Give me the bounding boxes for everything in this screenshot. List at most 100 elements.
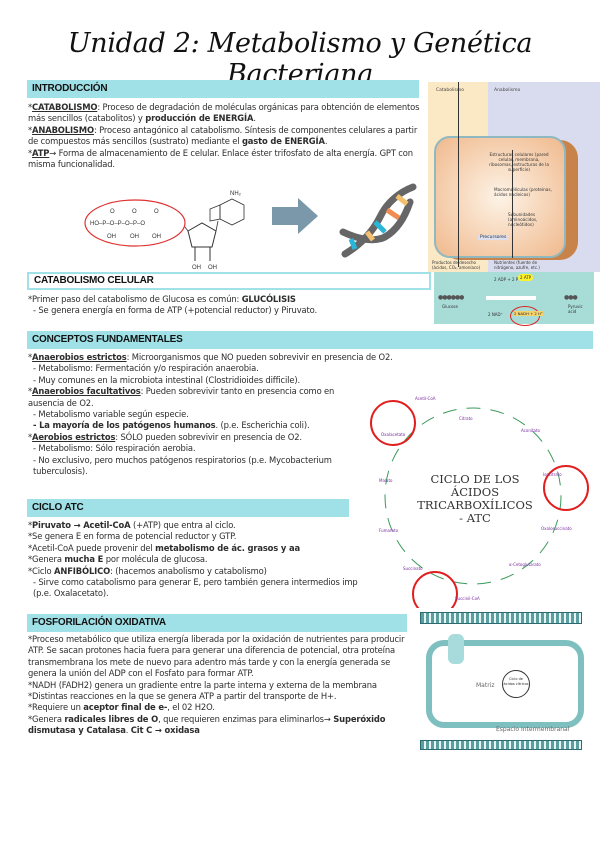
compound-label: Acetil-CoA (415, 396, 436, 401)
diagram-precursors: Precursores (478, 235, 509, 240)
term-anaerobios-estrictos: Anaerobios estrictos (32, 352, 127, 362)
nh2-label: NH₂ (230, 191, 242, 197)
fosforilacion-p5-end: . (125, 725, 131, 736)
ciclo-line5: *Ciclo (28, 565, 55, 576)
compound-label: Oxalacetato (381, 432, 406, 437)
glucolisis-detail: - Se genera energía en forma de ATP (+po… (33, 305, 317, 316)
nad-label: 2 NAD⁺ (488, 312, 503, 317)
anabolismo-bold: gasto de ENERGÍA (241, 136, 325, 147)
compound-label: Citrato (459, 416, 473, 421)
svg-text:O: O (110, 209, 115, 215)
catabolismo-text: *Primer paso del catabolismo de Glucosa … (28, 294, 428, 317)
citric-cycle-label: Ciclo de ácidos cítricos (502, 670, 530, 698)
krebs-cycle-figure: CICLO DE LOS ÁCIDOS TRICARBOXÍLICOS - AT… (355, 378, 595, 608)
fosforilacion-text: *Proceso metabólico que utiliza energía … (28, 634, 420, 737)
anaerobios-facultativos-def: : Pueden sobrevivir tanto en presencia c… (28, 386, 335, 408)
glucolisis-intro: *Primer paso del catabolismo de Glucosa … (28, 294, 242, 304)
aerobios-estrictos-def: : SÓLO pueden sobrevivir en presencia de… (115, 431, 302, 442)
glucolisis-term: GLUCÓLISIS (241, 294, 296, 304)
glucose-label: Glucose (442, 304, 458, 309)
krebs-title-line: CICLO DE LOS (430, 472, 520, 486)
ciclo-line5-rest: : (hacemos anabolismo y catabolismo) (110, 565, 267, 576)
fosforilacion-p4: *Requiere un (28, 702, 84, 713)
fosforilacion-p4-bold: aceptor final de e- (83, 702, 168, 713)
term-aerobios-estrictos: Aerobios estrictos (32, 431, 116, 442)
svg-text:HO–P–O–P–O–P–O: HO–P–O–P–O–P–O (90, 221, 145, 227)
compound-label: Succinil-CoA (455, 596, 480, 601)
conceptos-text: *Anaerobios estrictos: Microorganismos q… (28, 352, 393, 477)
fosforilacion-p3: *Distintas reacciones en la que se gener… (28, 691, 337, 702)
fosforilacion-p2: *NADH (FADH2) genera un gradiente entre … (28, 679, 377, 690)
section-header-fosforilacion: FOSFORILACIÓN OXIDATIVA (27, 614, 407, 632)
ciclo-line2: *Se genera E en forma de potencial reduc… (28, 531, 237, 542)
nadh-label: 2 NADH + 2 H⁺ (514, 311, 543, 316)
catabolismo-def: : Proceso de degradación de moléculas or… (28, 102, 420, 124)
metabolism-diagram: Catabolismo Anabolismo Estructuras celul… (428, 82, 600, 272)
fosforilacion-p4-rest: , el 02 H2O. (167, 702, 215, 713)
list-item-bold: - La mayoría de los patógenos humanos (33, 420, 216, 431)
intro-text: *CATABOLISMO: Proceso de degradación de … (28, 102, 420, 170)
glycolysis-figure: ●●●●●● Glucose ●●● Pyruvic acid 2 ADP + … (434, 272, 594, 326)
diagram-label-anabolism: Anabolismo (494, 88, 521, 93)
compound-label: Fumarato (379, 528, 399, 533)
section-header-conceptos: CONCEPTOS FUNDAMENTALES (27, 331, 593, 349)
arrow-right-icon (272, 198, 318, 234)
ciclo-line3: *Acetil-CoA puede provenir del (28, 542, 156, 553)
svg-text:O: O (132, 209, 137, 215)
term-catabolismo: CATABOLISMO (32, 102, 98, 112)
diagram-structures: Estructuras celulares (pared celular, me… (489, 152, 549, 172)
krebs-title-line: ÁCIDOS (450, 485, 500, 499)
ciclo-line4-rest: por molécula de glucosa. (103, 554, 208, 565)
catabolismo-bold: producción de ENERGÍA (145, 113, 254, 124)
oxidative-phosphorylation-figure: Matriz Ciclo de ácidos cítricos Espacio … (420, 612, 590, 750)
svg-text:OH: OH (192, 265, 201, 271)
fosforilacion-p5-bold3: Cit C → oxidasa (130, 725, 200, 736)
list-item: - Muy comunes en la microbiota intestina… (33, 374, 300, 385)
list-item: - No exclusivo, pero muchos patógenos re… (33, 454, 332, 477)
intermembrane-space-label: Espacio Intermembranal (496, 726, 570, 733)
compound-label: Isocitrato (543, 472, 562, 477)
list-item: - Metabolismo variable según especie. (33, 409, 189, 420)
krebs-title-line: TRICARBOXÍLICOS (417, 498, 533, 512)
page-title: Unidad 2: Metabolismo y Genética Bacteri… (67, 28, 533, 90)
svg-text:O: O (154, 209, 159, 215)
section-header-ciclo-atc: CICLO ATC (27, 499, 349, 517)
adp-label: 2 ADP + 2 P (494, 277, 519, 282)
ciclo-line5-bold: ANFIBÓLICO (54, 565, 111, 576)
anabolismo-def: : Proceso antagónico al catabolismo. Sín… (28, 124, 418, 147)
piruvato-acetil: Piruvato → Acetil-CoA (32, 520, 131, 530)
matrix-label: Matriz (476, 682, 495, 689)
ciclo-line4-bold: mucha E (64, 554, 104, 565)
diagram-nutrients: Nutrientes (fuente de nitrógeno, azufre,… (494, 260, 540, 270)
compound-label: Succinato (403, 566, 423, 571)
compound-label: Aconitato (521, 428, 540, 433)
list-item: - Metabolismo: Fermentación y/o respirac… (33, 363, 259, 374)
section-header-introduccion: INTRODUCCIÓN (27, 80, 419, 98)
ciclo-line1-rest: (+ATP) que entra al ciclo. (130, 520, 236, 530)
compound-label: Malato (379, 478, 393, 483)
svg-text:OH: OH (130, 234, 139, 240)
ciclo-text: *Piruvato → Acetil-CoA (+ATP) que entra … (28, 520, 358, 599)
krebs-title-line: - ATC (459, 511, 491, 525)
fosforilacion-p5-bold: radicales libres de O (64, 713, 159, 724)
compound-label: α-Cetoglutarato (509, 562, 541, 567)
svg-text:OH: OH (107, 234, 116, 240)
term-anabolismo: ANABOLISMO (32, 124, 94, 135)
section-header-catabolismo-celular: CATABOLISMO CELULAR (27, 272, 431, 290)
list-item: . (p.e. Escherichia coli). (215, 420, 310, 431)
diagram-label-catabolism: Catabolismo (436, 88, 465, 93)
atp-label: 2 ATP (518, 274, 534, 281)
diagram-macro: Macromoléculas (proteínas, ácidos nuclei… (494, 187, 552, 197)
term-anaerobios-facultativos: Anaerobios facultativos (32, 386, 141, 397)
anaerobios-estrictos-def: : Microorganismos que NO pueden sobreviv… (126, 352, 393, 362)
svg-text:OH: OH (152, 234, 161, 240)
term-atp: ATP (32, 147, 50, 158)
ciclo-line6: - Sirve como catabolismo para generar E,… (33, 577, 358, 599)
dna-icon (339, 183, 417, 258)
list-item: - Metabolismo: Sólo respiración aerobia. (33, 443, 196, 454)
pyruvic-label: Pyruvic acid (568, 304, 583, 314)
krebs-center-title: CICLO DE LOS ÁCIDOS TRICARBOXÍLICOS - AT… (405, 473, 545, 525)
ciclo-line3-bold: metabolismo de ác. grasos y aa (155, 542, 300, 553)
atp-def: → Forma de almacenamiento de E celular. … (28, 147, 413, 170)
